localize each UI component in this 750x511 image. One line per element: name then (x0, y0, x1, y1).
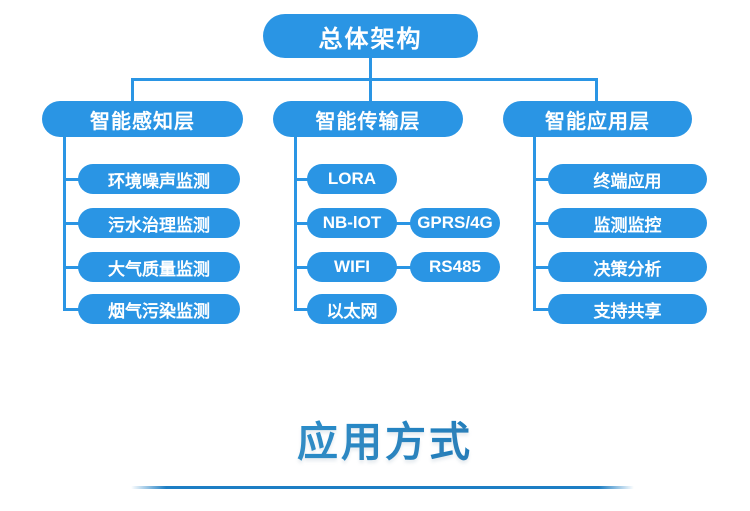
node-support-sharing: 支持共享 (548, 294, 707, 324)
stub-perception-1 (63, 178, 80, 181)
stub-application-2 (533, 222, 550, 225)
stub-transmission-4 (294, 308, 309, 311)
stub-transmission-1 (294, 178, 309, 181)
branch-header-application-layer: 智能应用层 (503, 101, 692, 137)
divider-line (131, 486, 634, 489)
node-ethernet: 以太网 (307, 294, 397, 324)
root-node-overall-architecture: 总体架构 (263, 14, 478, 58)
stub-transmission-2 (294, 222, 309, 225)
stub-application-1 (533, 178, 550, 181)
connector-horizontal-bus (131, 78, 598, 81)
stub-perception-2 (63, 222, 80, 225)
branch-header-transmission-layer: 智能传输层 (273, 101, 463, 137)
connector-drop-transmission (369, 79, 372, 101)
connector-drop-perception (131, 79, 134, 101)
stub-nbiot-to-gprs (396, 222, 411, 225)
branch-header-perception-layer: 智能感知层 (42, 101, 243, 137)
node-air-quality-monitoring: 大气质量监测 (78, 252, 240, 282)
stub-perception-3 (63, 266, 80, 269)
section-title-application-method: 应用方式 (20, 408, 750, 468)
node-monitoring-surveillance: 监测监控 (548, 208, 707, 238)
stub-application-4 (533, 308, 550, 311)
stub-application-3 (533, 266, 550, 269)
node-env-noise-monitoring: 环境噪声监测 (78, 164, 240, 194)
stub-perception-4 (63, 308, 80, 311)
node-flue-gas-pollution-monitoring: 烟气污染监测 (78, 294, 240, 324)
connector-root-vertical (369, 57, 372, 79)
stub-wifi-to-rs485 (396, 266, 411, 269)
node-sewage-treatment-monitoring: 污水治理监测 (78, 208, 240, 238)
node-lora: LORA (307, 164, 397, 194)
node-gprs-4g: GPRS/4G (410, 208, 500, 238)
node-wifi: WIFI (307, 252, 397, 282)
node-terminal-application: 终端应用 (548, 164, 707, 194)
connector-drop-application (595, 79, 598, 101)
node-rs485: RS485 (410, 252, 500, 282)
node-nbiot: NB-lOT (307, 208, 397, 238)
node-decision-analysis: 决策分析 (548, 252, 707, 282)
stub-transmission-3 (294, 266, 309, 269)
